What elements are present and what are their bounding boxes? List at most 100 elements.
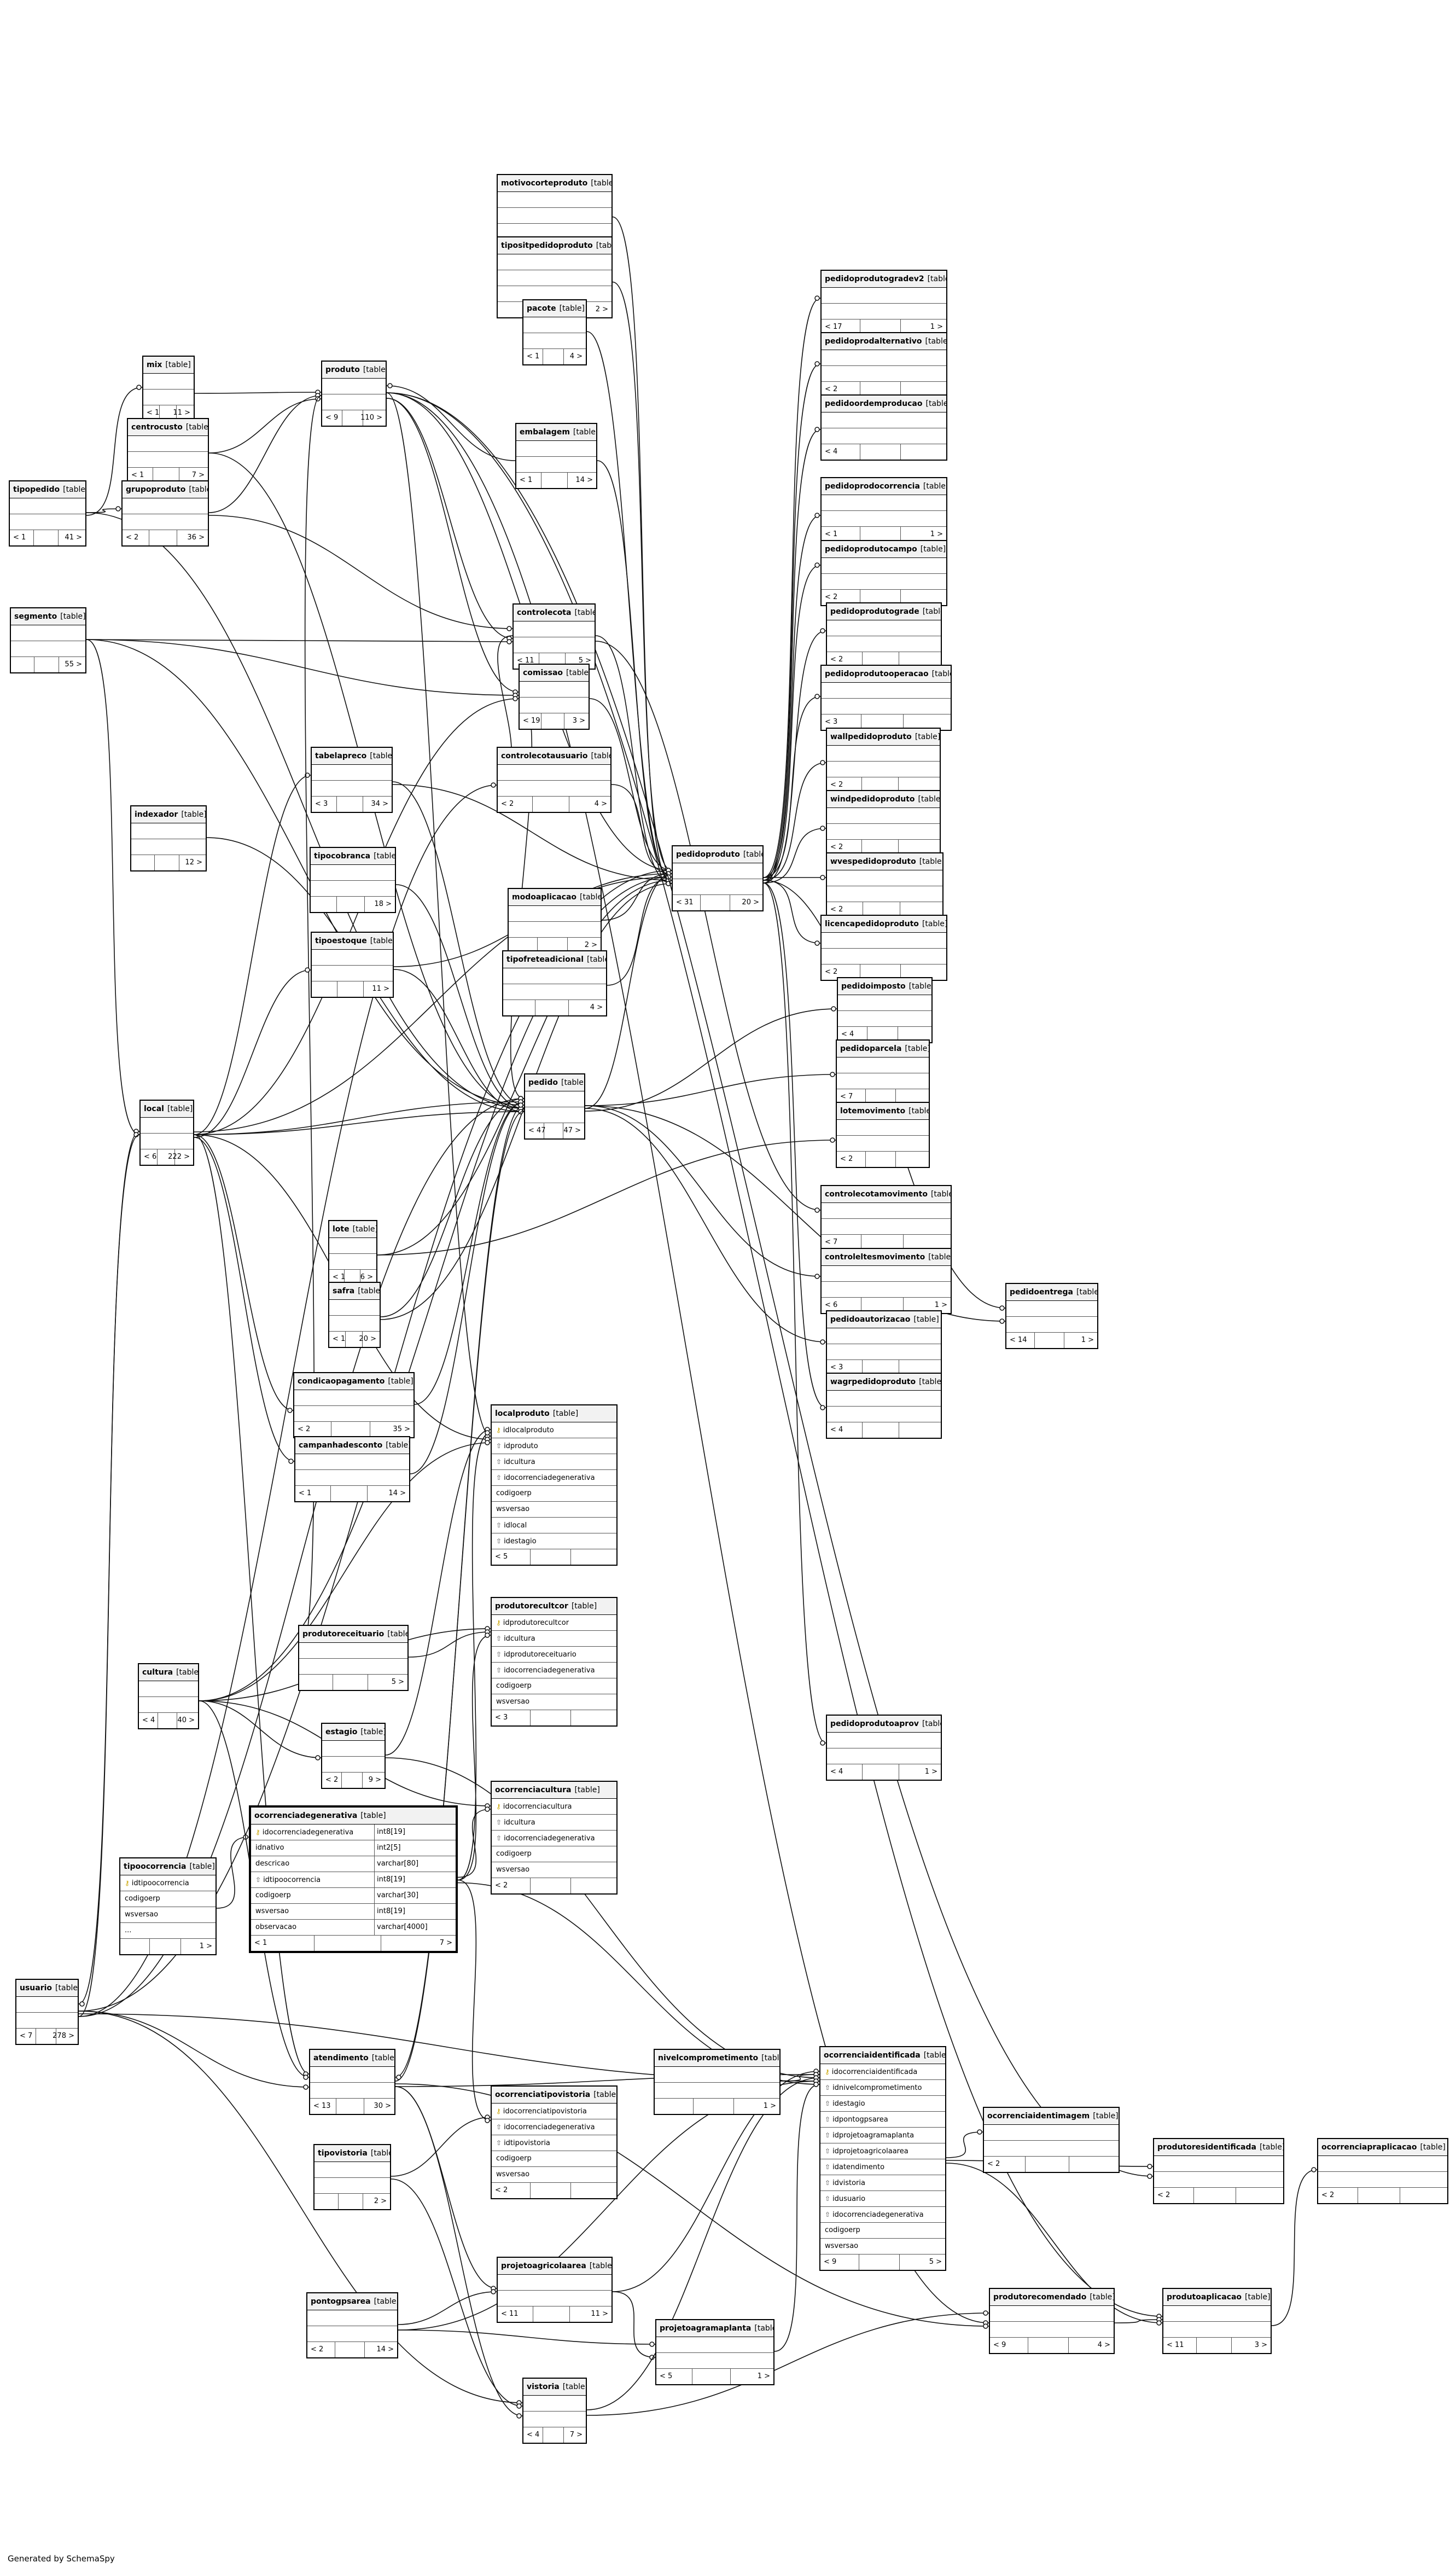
column-row[interactable]: ⚷idocorrenciacultura bbox=[492, 1799, 616, 1815]
table-comissao[interactable]: comissao[table]< 193 > bbox=[519, 664, 590, 730]
parent-count[interactable]: < 11 bbox=[1167, 2341, 1184, 2349]
child-count[interactable]: 4 > bbox=[569, 352, 583, 361]
table-pedidoordemproducao[interactable]: pedidoordemproducao[table]< 4 bbox=[820, 394, 947, 461]
parent-count[interactable]: < 9 bbox=[824, 2258, 837, 2266]
parent-count[interactable]: < 3 bbox=[825, 718, 838, 726]
column-row[interactable]: ⇧idnivelcomprometimento bbox=[820, 2080, 945, 2096]
parent-count[interactable]: < 3 bbox=[495, 1713, 508, 1722]
parent-count[interactable]: < 2 bbox=[325, 1776, 339, 1784]
child-count[interactable]: 1 > bbox=[924, 1768, 937, 1776]
parent-count[interactable]: < 31 bbox=[676, 898, 694, 907]
table-safra[interactable]: safra[table]< 120 > bbox=[328, 1282, 381, 1348]
table-tipofreteadicional[interactable]: tipofreteadicional[table]4 > bbox=[502, 950, 607, 1016]
child-count[interactable]: 36 > bbox=[187, 533, 205, 542]
child-count[interactable]: 40 > bbox=[177, 1716, 195, 1724]
child-count[interactable]: 18 > bbox=[374, 900, 392, 908]
child-count[interactable]: 110 > bbox=[360, 414, 382, 422]
column-row[interactable]: ⇧idestagio bbox=[492, 1533, 616, 1549]
child-count[interactable]: 1 > bbox=[763, 2102, 776, 2110]
table-controlecotamovimento[interactable]: controlecotamovimento[table]< 7 bbox=[820, 1185, 952, 1251]
column-row[interactable]: ⇧idestagio bbox=[820, 2096, 945, 2112]
child-count[interactable]: 14 > bbox=[376, 2345, 394, 2354]
child-count[interactable]: 5 > bbox=[578, 656, 591, 665]
table-produtoresidentificada[interactable]: produtoresidentificada[table]< 2 bbox=[1153, 2138, 1284, 2204]
child-count[interactable]: 2 > bbox=[584, 941, 597, 949]
column-row[interactable]: wsversao bbox=[120, 1907, 216, 1923]
parent-count[interactable]: < 4 bbox=[841, 1030, 854, 1038]
parent-count[interactable]: < 1 bbox=[299, 1489, 312, 1497]
table-ocorrenciadegenerativa[interactable]: ocorrenciadegenerativa[table]⚷idocorrenc… bbox=[249, 1805, 458, 1953]
parent-count[interactable]: < 7 bbox=[20, 2032, 33, 2040]
column-row[interactable]: codigoerp bbox=[120, 1891, 216, 1907]
table-localproduto[interactable]: localproduto[table]⚷idlocalproduto⇧idpro… bbox=[491, 1404, 618, 1566]
table-windpedidoproduto[interactable]: windpedidoproduto[table]< 2 bbox=[826, 790, 941, 856]
column-row[interactable]: codigoerp bbox=[492, 1846, 616, 1862]
table-centrocusto[interactable]: centrocusto[table]< 17 > bbox=[127, 418, 209, 484]
parent-count[interactable]: < 6 bbox=[825, 1301, 838, 1309]
parent-count[interactable]: < 5 bbox=[495, 1553, 508, 1561]
column-row[interactable]: ⇧idocorrenciadegenerativa bbox=[492, 1663, 616, 1678]
table-pedidoprodutocampo[interactable]: pedidoprodutocampo[table]< 2 bbox=[820, 540, 947, 606]
parent-count[interactable]: < 2 bbox=[1157, 2191, 1170, 2199]
parent-count[interactable]: < 2 bbox=[1321, 2191, 1335, 2199]
parent-count[interactable]: < 6 bbox=[144, 1153, 157, 1161]
child-count[interactable]: 4 > bbox=[594, 800, 607, 808]
table-pedidoprodutograde[interactable]: pedidoprodutograde[table]< 2 bbox=[826, 602, 942, 669]
child-count[interactable]: 30 > bbox=[374, 2102, 391, 2110]
table-controlecota[interactable]: controlecota[table]< 115 > bbox=[512, 603, 596, 670]
parent-count[interactable]: < 1 bbox=[333, 1273, 346, 1281]
parent-count[interactable]: < 9 bbox=[325, 414, 339, 422]
column-row[interactable]: codigoerp bbox=[492, 2151, 616, 2167]
column-row[interactable]: ... bbox=[120, 1923, 216, 1939]
column-row[interactable]: ⚷idocorrenciatipovistoria bbox=[492, 2104, 616, 2119]
column-row[interactable]: ⇧idocorrenciadegenerativa bbox=[820, 2207, 945, 2223]
parent-count[interactable]: < 1 bbox=[254, 1939, 267, 1947]
column-row[interactable]: ⚷idtipoocorrencia bbox=[120, 1875, 216, 1891]
column-row[interactable]: ⇧idocorrenciadegenerativa bbox=[492, 1470, 616, 1486]
child-count[interactable]: 35 > bbox=[393, 1425, 410, 1433]
parent-count[interactable]: < 2 bbox=[495, 2186, 508, 2194]
parent-count[interactable]: < 2 bbox=[987, 2160, 1000, 2168]
table-produtorecultcor[interactable]: produtorecultcor[table]⚷idprodutorecultc… bbox=[491, 1597, 618, 1727]
table-ocorrenciaidentimagem[interactable]: ocorrenciaidentimagem[table]< 2 bbox=[983, 2107, 1120, 2173]
child-count[interactable]: 47 > bbox=[563, 1126, 581, 1135]
parent-count[interactable]: < 4 bbox=[830, 1426, 843, 1434]
column-row[interactable]: wsversao bbox=[492, 2167, 616, 2183]
column-row[interactable]: codigoerp bbox=[820, 2223, 945, 2239]
table-tipocobranca[interactable]: tipocobranca[table]18 > bbox=[310, 847, 396, 913]
column-row[interactable]: ⇧idusuario bbox=[820, 2191, 945, 2207]
column-row[interactable]: ⚷idprodutorecultcor bbox=[492, 1615, 616, 1631]
table-pedidoprodutogradev2[interactable]: pedidoprodutogradev2[table]< 171 > bbox=[820, 270, 947, 336]
column-row[interactable]: ⇧idprojetoagramaplanta bbox=[820, 2128, 945, 2143]
parent-count[interactable]: < 2 bbox=[825, 968, 838, 976]
parent-count[interactable]: < 2 bbox=[126, 533, 139, 542]
child-count[interactable]: 7 > bbox=[191, 471, 205, 479]
column-row[interactable]: ⇧idpontogpsarea bbox=[820, 2112, 945, 2128]
child-count[interactable]: 20 > bbox=[742, 898, 759, 907]
parent-count[interactable]: < 17 bbox=[825, 323, 842, 331]
column-row[interactable]: ⇧idcultura bbox=[492, 1815, 616, 1831]
parent-count[interactable]: < 9 bbox=[993, 2341, 1006, 2349]
child-count[interactable]: 3 > bbox=[1254, 2341, 1267, 2349]
parent-count[interactable]: < 4 bbox=[527, 2431, 540, 2439]
table-produtoreceituario[interactable]: produtoreceituario[table]5 > bbox=[298, 1625, 409, 1691]
child-count[interactable]: 20 > bbox=[359, 1335, 376, 1343]
parent-count[interactable]: < 2 bbox=[501, 800, 514, 808]
column-row[interactable]: codigoerp bbox=[492, 1678, 616, 1694]
child-count[interactable]: 2 > bbox=[595, 305, 608, 313]
child-count[interactable]: 11 > bbox=[372, 985, 389, 993]
